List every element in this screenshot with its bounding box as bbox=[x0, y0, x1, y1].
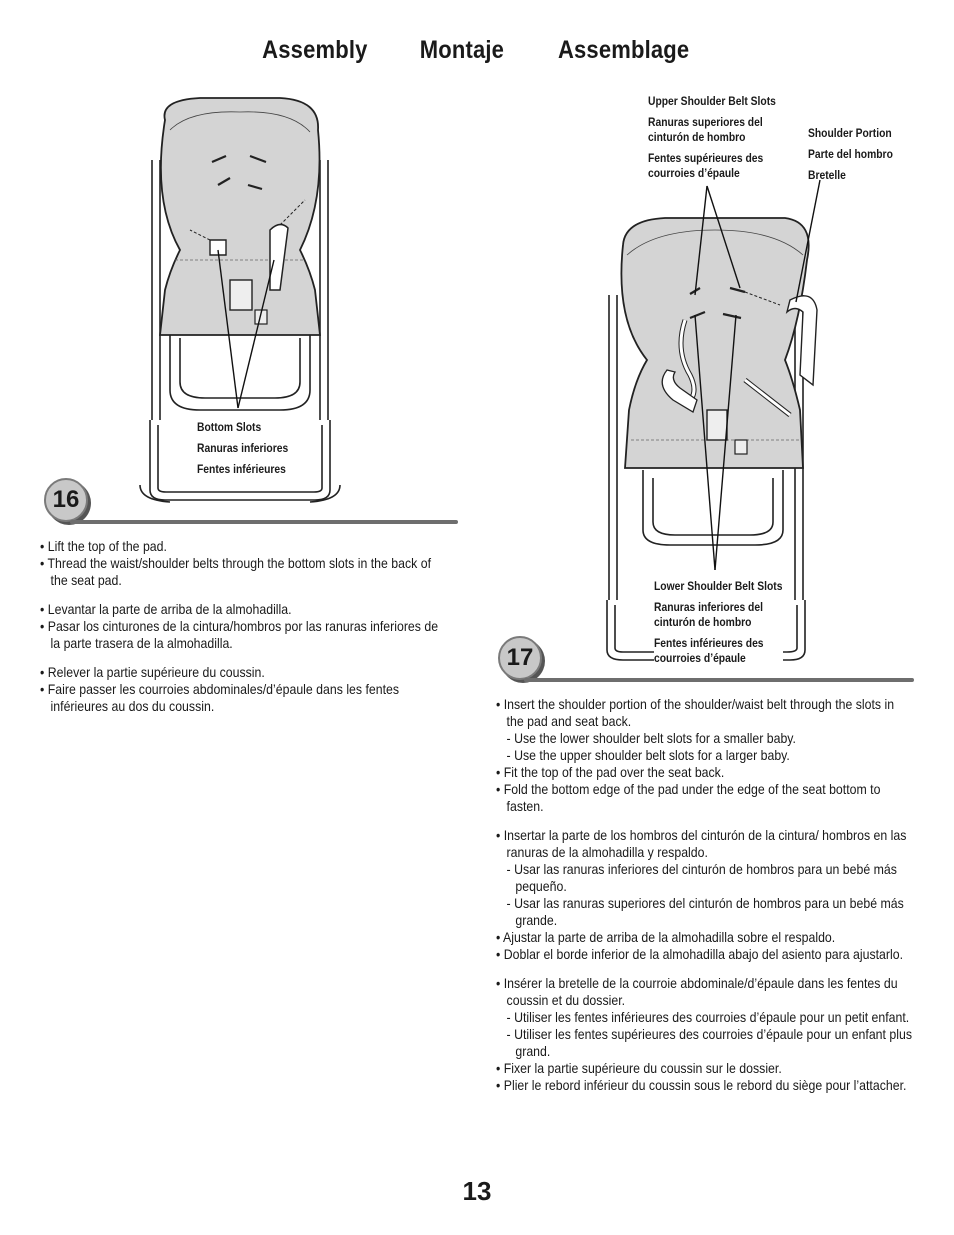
s17-fr-b2: • Fixer la partie supérieure du coussin … bbox=[496, 1060, 782, 1076]
step17-upper-labels: Upper Shoulder Belt Slots Ranuras superi… bbox=[648, 94, 777, 187]
step17-illustration bbox=[606, 217, 818, 661]
s17-es-s2: - Usar las ranuras superiores del cintur… bbox=[506, 895, 904, 928]
page-number: 13 bbox=[462, 1176, 492, 1206]
step17-pointer-lines bbox=[694, 179, 821, 571]
s17-fr-b3: • Plier le rebord inférieur du coussin s… bbox=[496, 1077, 907, 1093]
step17-shoulder-labels: Shoulder Portion Parte del hombro Bretel… bbox=[808, 126, 893, 189]
s17-es-b1: • Insertar la parte de los hombros del c… bbox=[496, 827, 907, 860]
s16-es-2: • Pasar los cinturones de la cintura/hom… bbox=[40, 618, 439, 651]
title-english: Assembly bbox=[262, 36, 368, 64]
step-17-badge: 17 bbox=[498, 636, 542, 680]
s16-fr-1: • Relever la partie supérieure du coussi… bbox=[40, 664, 265, 680]
s17-en-b1: • Insert the shoulder portion of the sho… bbox=[496, 696, 895, 729]
s17-fr-b1: • Insérer la bretelle de la courroie abd… bbox=[496, 975, 898, 1008]
s16-en-1: • Lift the top of the pad. bbox=[40, 538, 167, 554]
label-shoulder-fr: Bretelle bbox=[808, 168, 846, 182]
step16-rule bbox=[70, 520, 458, 524]
s17-es-b2: • Ajustar la parte de arriba de la almoh… bbox=[496, 929, 836, 945]
s17-es-s1: - Usar las ranuras inferiores del cintur… bbox=[506, 861, 897, 894]
s17-fr-s2: - Utiliser les fentes supérieures des co… bbox=[506, 1026, 912, 1059]
step17-rule bbox=[524, 678, 914, 682]
s17-en-b2: • Fit the top of the pad over the seat b… bbox=[496, 764, 725, 780]
step16-illustration bbox=[139, 97, 341, 503]
title-spanish: Montaje bbox=[420, 36, 505, 64]
step16-labels: Bottom Slots Ranuras inferiores Fentes i… bbox=[197, 420, 288, 483]
page-title: Assembly Montaje Assemblage bbox=[0, 36, 954, 65]
label-lower-slots-en: Lower Shoulder Belt Slots bbox=[654, 579, 783, 593]
step16-instructions: • Lift the top of the pad. • Thread the … bbox=[40, 538, 445, 715]
s17-es-b3: • Doblar el borde inferior de la almohad… bbox=[496, 946, 904, 962]
s16-en-2: • Thread the waist/shoulder belts throug… bbox=[40, 555, 432, 588]
label-bottom-slots-en: Bottom Slots bbox=[197, 420, 262, 434]
label-lower-slots-fr: Fentes inférieures des courroies d’épaul… bbox=[654, 636, 764, 665]
label-bottom-slots-es: Ranuras inferiores bbox=[197, 441, 289, 455]
s17-en-s1: - Use the lower shoulder belt slots for … bbox=[506, 730, 796, 746]
label-upper-slots-fr: Fentes supérieures des courroies d’épaul… bbox=[648, 151, 764, 180]
step-16-badge: 16 bbox=[44, 478, 88, 522]
label-shoulder-es: Parte del hombro bbox=[808, 147, 893, 161]
s17-en-s2: - Use the upper shoulder belt slots for … bbox=[506, 747, 790, 763]
label-bottom-slots-fr: Fentes inférieures bbox=[197, 462, 286, 476]
label-lower-slots-es: Ranuras inferiores del cinturón de hombr… bbox=[654, 600, 763, 629]
label-shoulder-en: Shoulder Portion bbox=[808, 126, 892, 140]
s16-es-1: • Levantar la parte de arriba de la almo… bbox=[40, 601, 292, 617]
s17-fr-s1: - Utiliser les fentes inférieures des co… bbox=[506, 1009, 910, 1025]
step17-instructions: • Insert the shoulder portion of the sho… bbox=[496, 696, 913, 1094]
label-upper-slots-es: Ranuras superiores del cinturón de hombr… bbox=[648, 115, 763, 144]
label-upper-slots-en: Upper Shoulder Belt Slots bbox=[648, 94, 776, 108]
s17-en-b3: • Fold the bottom edge of the pad under … bbox=[496, 781, 881, 814]
step17-lower-labels: Lower Shoulder Belt Slots Ranuras inferi… bbox=[654, 579, 783, 672]
s16-fr-2: • Faire passer les courroies abdominales… bbox=[40, 681, 400, 714]
title-french: Assemblage bbox=[558, 36, 690, 64]
